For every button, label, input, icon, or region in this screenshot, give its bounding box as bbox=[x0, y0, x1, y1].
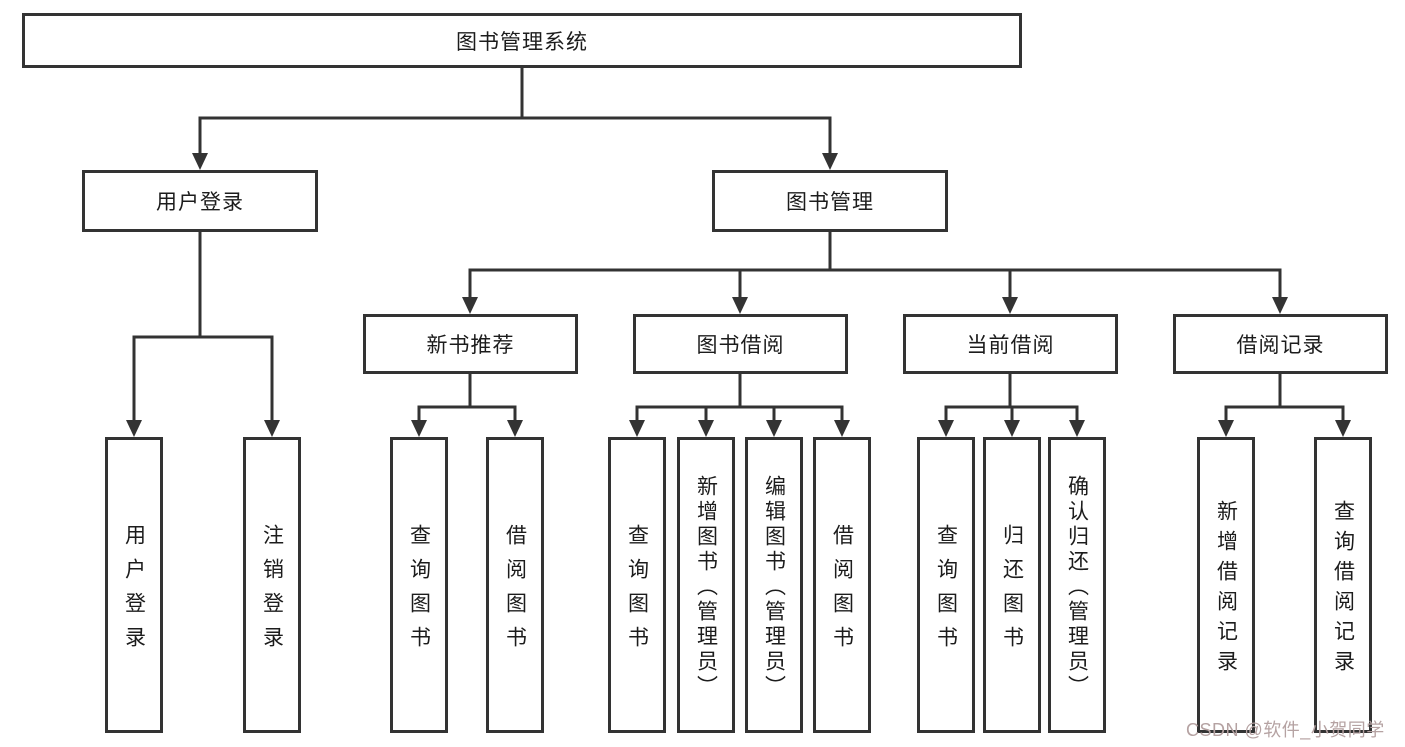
node-label: 用户登录 bbox=[156, 191, 244, 214]
leaf-add-books-admin: 新增图书（管理员） bbox=[677, 437, 735, 733]
node-label: 借阅图书 bbox=[830, 523, 854, 660]
node-label: 查询图书 bbox=[625, 523, 649, 660]
node-label: 新增借阅记录 bbox=[1214, 499, 1238, 680]
leaf-query-books-recommend: 查询图书 bbox=[390, 437, 448, 733]
node-current-borrow: 当前借阅 bbox=[903, 314, 1118, 374]
node-label: 编辑图书（管理员） bbox=[762, 474, 786, 700]
node-label: 借阅图书 bbox=[503, 523, 527, 660]
node-label: 归还图书 bbox=[1000, 523, 1024, 660]
leaf-query-books-current: 查询图书 bbox=[917, 437, 975, 733]
leaf-borrow-books-recommend: 借阅图书 bbox=[486, 437, 544, 733]
leaf-query-books-borrow: 查询图书 bbox=[608, 437, 666, 733]
leaf-confirm-return-admin: 确认归还（管理员） bbox=[1048, 437, 1106, 733]
node-label: 确认归还（管理员） bbox=[1065, 474, 1089, 700]
node-new-book-recommend: 新书推荐 bbox=[363, 314, 578, 374]
leaf-logout: 注销登录 bbox=[243, 437, 301, 733]
node-label: 用户登录 bbox=[122, 523, 146, 660]
leaf-borrow-books: 借阅图书 bbox=[813, 437, 871, 733]
node-book-borrow: 图书借阅 bbox=[633, 314, 848, 374]
node-borrow-records: 借阅记录 bbox=[1173, 314, 1388, 374]
node-label: 新增图书（管理员） bbox=[694, 474, 718, 700]
leaf-edit-books-admin: 编辑图书（管理员） bbox=[745, 437, 803, 733]
csdn-watermark: CSDN @软件_小贺同学 bbox=[1186, 720, 1385, 740]
node-label: 图书管理系统 bbox=[456, 30, 588, 54]
leaf-add-borrow-record: 新增借阅记录 bbox=[1197, 437, 1255, 733]
node-user-login: 用户登录 bbox=[82, 170, 318, 232]
node-label: 查询图书 bbox=[407, 523, 431, 660]
node-label: 查询借阅记录 bbox=[1331, 499, 1355, 680]
node-label: 当前借阅 bbox=[966, 334, 1055, 357]
node-library-system: 图书管理系统 bbox=[22, 13, 1022, 68]
leaf-user-login: 用户登录 bbox=[105, 437, 163, 733]
leaf-return-books: 归还图书 bbox=[983, 437, 1041, 733]
leaf-query-borrow-record: 查询借阅记录 bbox=[1314, 437, 1372, 733]
node-label: 图书借阅 bbox=[696, 334, 785, 357]
node-label: 图书管理 bbox=[786, 191, 874, 214]
node-label: 查询图书 bbox=[934, 523, 958, 660]
node-label: 注销登录 bbox=[260, 523, 284, 660]
node-label: 借阅记录 bbox=[1236, 334, 1325, 357]
node-book-management: 图书管理 bbox=[712, 170, 948, 232]
node-label: 新书推荐 bbox=[426, 334, 515, 357]
